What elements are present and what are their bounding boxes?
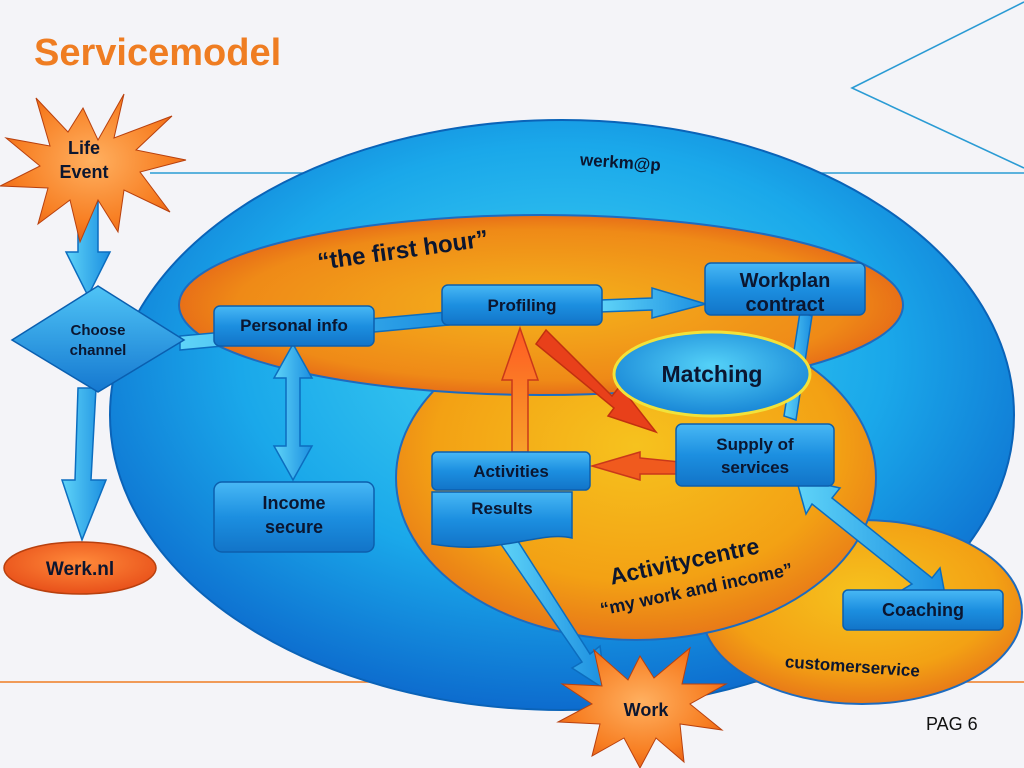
- income-secure-line-1: Income: [262, 493, 325, 513]
- activities-label: Activities: [473, 462, 549, 481]
- choose-channel-line-2: channel: [70, 342, 127, 359]
- arrow-profiling-to-workplan: [599, 286, 709, 319]
- results-document: [431, 491, 573, 548]
- life-event-line-1: Life: [68, 138, 100, 158]
- coaching-label: Coaching: [882, 600, 964, 620]
- werknl-terminal: [3, 541, 157, 595]
- arrow-life-to-choose: [64, 199, 112, 298]
- income-secure-line-2: secure: [265, 517, 323, 537]
- work-starburst: [556, 646, 728, 768]
- werknl-label: Werk.nl: [46, 559, 114, 580]
- results-label: Results: [471, 499, 532, 518]
- personal-info-label: Personal info: [240, 316, 348, 335]
- choose-channel-diamond: [10, 285, 186, 393]
- profiling-label: Profiling: [488, 296, 557, 315]
- matching-label: Matching: [662, 361, 763, 387]
- life-event-line-2: Event: [59, 162, 108, 182]
- page-number: PAG 6: [926, 714, 978, 734]
- work-label: Work: [624, 700, 670, 720]
- slide-title: Servicemodel: [34, 32, 282, 74]
- activities-box: [431, 451, 591, 491]
- coaching-box: [842, 589, 1004, 631]
- arrow-supply-to-activities: [589, 451, 681, 481]
- workplan-contract-line-1: Workplan: [740, 270, 831, 292]
- matching-ellipse: [612, 330, 812, 418]
- life-event-starburst: [0, 93, 187, 244]
- supply-of-services-line-2: services: [721, 458, 789, 477]
- arrow-profiling-to-supply: [534, 328, 659, 434]
- workplan-contract-box: [704, 262, 866, 316]
- personal-info-box: [213, 305, 375, 347]
- supply-of-services-line-1: Supply of: [716, 435, 794, 454]
- arrow-personal-income: [272, 342, 314, 482]
- workplan-contract-line-2: contract: [746, 294, 825, 316]
- income-secure-box: [213, 481, 375, 553]
- supply-of-services-box: [675, 423, 835, 487]
- choose-channel-line-1: Choose: [70, 322, 125, 339]
- arrow-activities-to-profiling: [500, 325, 540, 453]
- arrow-choose-to-werknl: [60, 387, 108, 543]
- profiling-box: [441, 284, 603, 326]
